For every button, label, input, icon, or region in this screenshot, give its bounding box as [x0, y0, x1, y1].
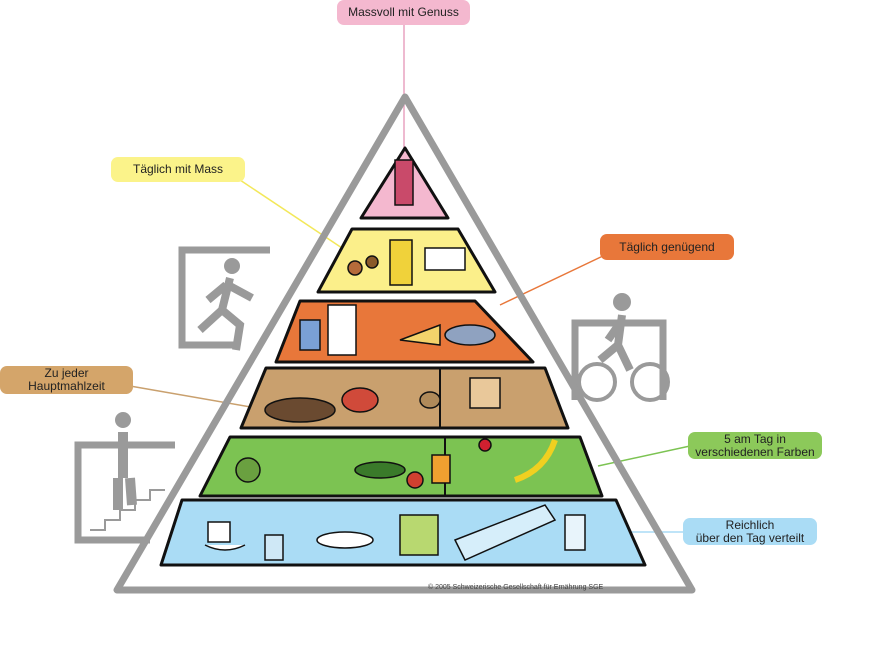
label-text: Täglich mit Mass [132, 162, 224, 176]
label-massvoll: Massvoll mit Genuss [337, 0, 470, 25]
food-illustrations [204, 159, 586, 561]
copyright: © 2005 Schweizerische Gesellschaft für E… [428, 584, 604, 591]
connector-orange [499, 254, 606, 306]
stairs-icon [74, 412, 175, 544]
connector-tan [129, 385, 269, 411]
label-text: Täglich genügend [619, 239, 715, 254]
jogging-icon [178, 246, 270, 351]
label-text: Hauptmahlzeit [28, 379, 105, 393]
label-text: verschiedenen Farben [695, 444, 815, 459]
label-text: über den Tag verteilt [695, 530, 805, 545]
label-taeglich-genuegend: Täglich genügend [600, 234, 734, 260]
label-text: Zu jeder [44, 366, 89, 380]
label-taeglich-mit-mass: Täglich mit Mass [111, 157, 245, 182]
cycling-icon [571, 293, 670, 402]
connector-green [597, 445, 691, 467]
label-text: 5 am Tag in [724, 431, 786, 446]
label-text: Massvoll mit Genuss [348, 5, 459, 19]
label-text: Reichlich [725, 517, 775, 532]
pyramid-frame [113, 93, 696, 594]
